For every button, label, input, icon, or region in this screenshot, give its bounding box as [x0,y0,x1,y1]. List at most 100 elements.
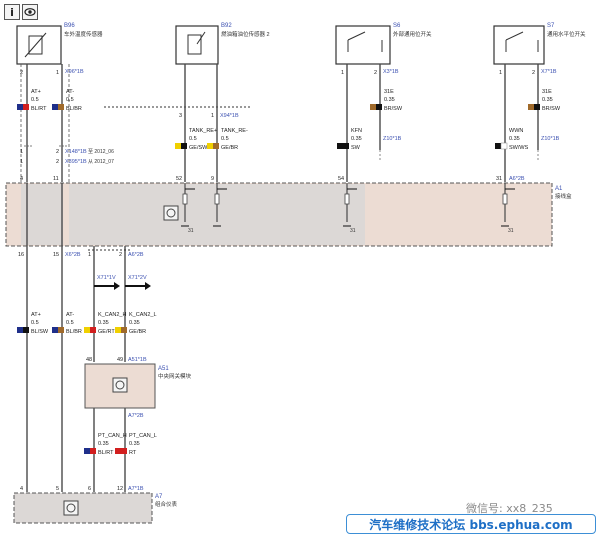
connector-labels: X96*1B X94*1B X3*1B X7*1B X148*1B 至 2012… [65,69,560,492]
wire-swatch [376,104,382,110]
connector-label: A51*1B [128,357,147,363]
eye-icon[interactable] [22,4,38,20]
pin-number: 12 [117,486,123,492]
pin-number: 54 [338,176,344,182]
pin-number: 2 [20,70,23,76]
wire-gauge: 0.5 [66,97,74,103]
wire-swatch [17,327,23,333]
connector-label: X6*2B [65,252,81,258]
wire-swatch [500,142,508,150]
pin-number: 9 [211,176,214,182]
wire-color: GE/BR [221,145,238,151]
pin-number: 49 [117,357,123,363]
wire-color: BL/BR [66,329,82,335]
pin-number: 2 [119,252,122,258]
wire-swatch [23,104,29,110]
wire-color: BL/SW [31,329,49,335]
component-b92: B92 燃油箱油位传感器 2 [175,23,270,65]
wire-swatch [84,448,90,454]
thermistor-icon [28,35,43,55]
wire-gauge: 0.5 [189,136,197,142]
wire-name: AT+ [31,89,41,95]
wire-color: BL/RT [31,106,47,112]
wire-gauge: 0.35 [129,320,140,326]
connector-label: A6*2B [128,252,144,258]
module-a7-icon [63,500,79,516]
connector-note: 从 2012_07 [88,159,114,165]
wire-gauge: 0.35 [129,441,140,447]
wire-swatch [58,104,64,110]
module-a1: 31 31 31 A1 接线盒 [5,182,572,247]
pin-numbers: 2 1 3 1 2 1 2 1 1 1 2 2 4 11 52 9 54 31 … [18,70,535,492]
wire-swatch [52,104,58,110]
wire-swatch [58,327,64,333]
module-id: A1 [555,186,563,192]
component-box [16,25,62,65]
forum-banner[interactable]: 汽车维修技术论坛 bbs.ephua.com [346,514,596,534]
pin-number: 15 [53,252,59,258]
wire-swatch [121,327,127,333]
module-a1-icon [163,205,179,221]
wire-name: AT- [66,89,74,95]
connector-label: A7*1B [128,486,144,492]
component-name: 外部通用位开关 [393,30,432,38]
connector-label: X71*2V [128,275,147,281]
component-id: B92 [221,23,232,29]
module-name: 中央网关模块 [158,372,192,380]
connector-label: A6*2B [509,176,525,182]
pin-number: 31 [496,176,502,182]
module-id: A7 [155,494,163,500]
wire-name: TANK_RE- [221,128,248,134]
wire-name: 31E [542,89,552,95]
wire-gauge: 0.35 [384,97,395,103]
component-id: S6 [393,23,401,29]
wire-swatch [175,143,181,149]
wire-swatch [90,327,96,333]
wire-color: SW [351,145,361,151]
wire-name: KFN [351,128,362,134]
ground-label: 31 [188,228,194,234]
info-button[interactable]: i [4,4,20,20]
pin-number: 4 [20,176,23,182]
pin-number: 6 [88,486,91,492]
can-arrows [88,249,151,290]
component-s7: S7 通用水平位开关 [493,23,586,65]
pin-number: 1 [499,70,502,76]
component-box [335,25,391,65]
module-a51: A51 中央网关模块 [84,363,192,409]
pin-number: 1 [211,113,214,119]
internal-resistors [182,193,508,205]
component-box [493,25,545,65]
wire-swatch [115,448,127,454]
wire-swatch [115,327,121,333]
component-s6: S6 外部通用位开关 [335,23,432,65]
wire-color: GE/SW [189,145,208,151]
wire-gauge: 0.35 [542,97,553,103]
passthrough-wire [26,183,63,246]
wire-color: RT [129,450,137,456]
component-b96: B96 车外温度传感器 [16,23,103,65]
wire-name: AT- [66,312,74,318]
pin-number: 3 [179,113,182,119]
pin-number: 1 [341,70,344,76]
connector-label: X71*1V [97,275,116,281]
wire-gauge: 0.35 [509,136,520,142]
pin-number: 2 [532,70,535,76]
potentiometer-icon [187,34,202,55]
wire-swatch [534,104,540,110]
wire-swatch [17,104,23,110]
module-a51-icon [112,377,128,393]
wire-name: K_CAN2_L [129,312,157,318]
wire-swatch [52,327,58,333]
component-name: 车外温度传感器 [64,30,103,38]
wire-swatch [528,104,534,110]
wire-gauge: 0.35 [351,136,362,142]
wire-name: TANK_RE+ [189,128,217,134]
module-name: 接线盒 [555,192,572,200]
connector-label: X7*1B [541,69,557,75]
pin-number: 2 [56,159,59,165]
pin-number: 52 [176,176,182,182]
pin-number: 11 [53,176,59,182]
wire-name: K_CAN2_H [98,312,126,318]
